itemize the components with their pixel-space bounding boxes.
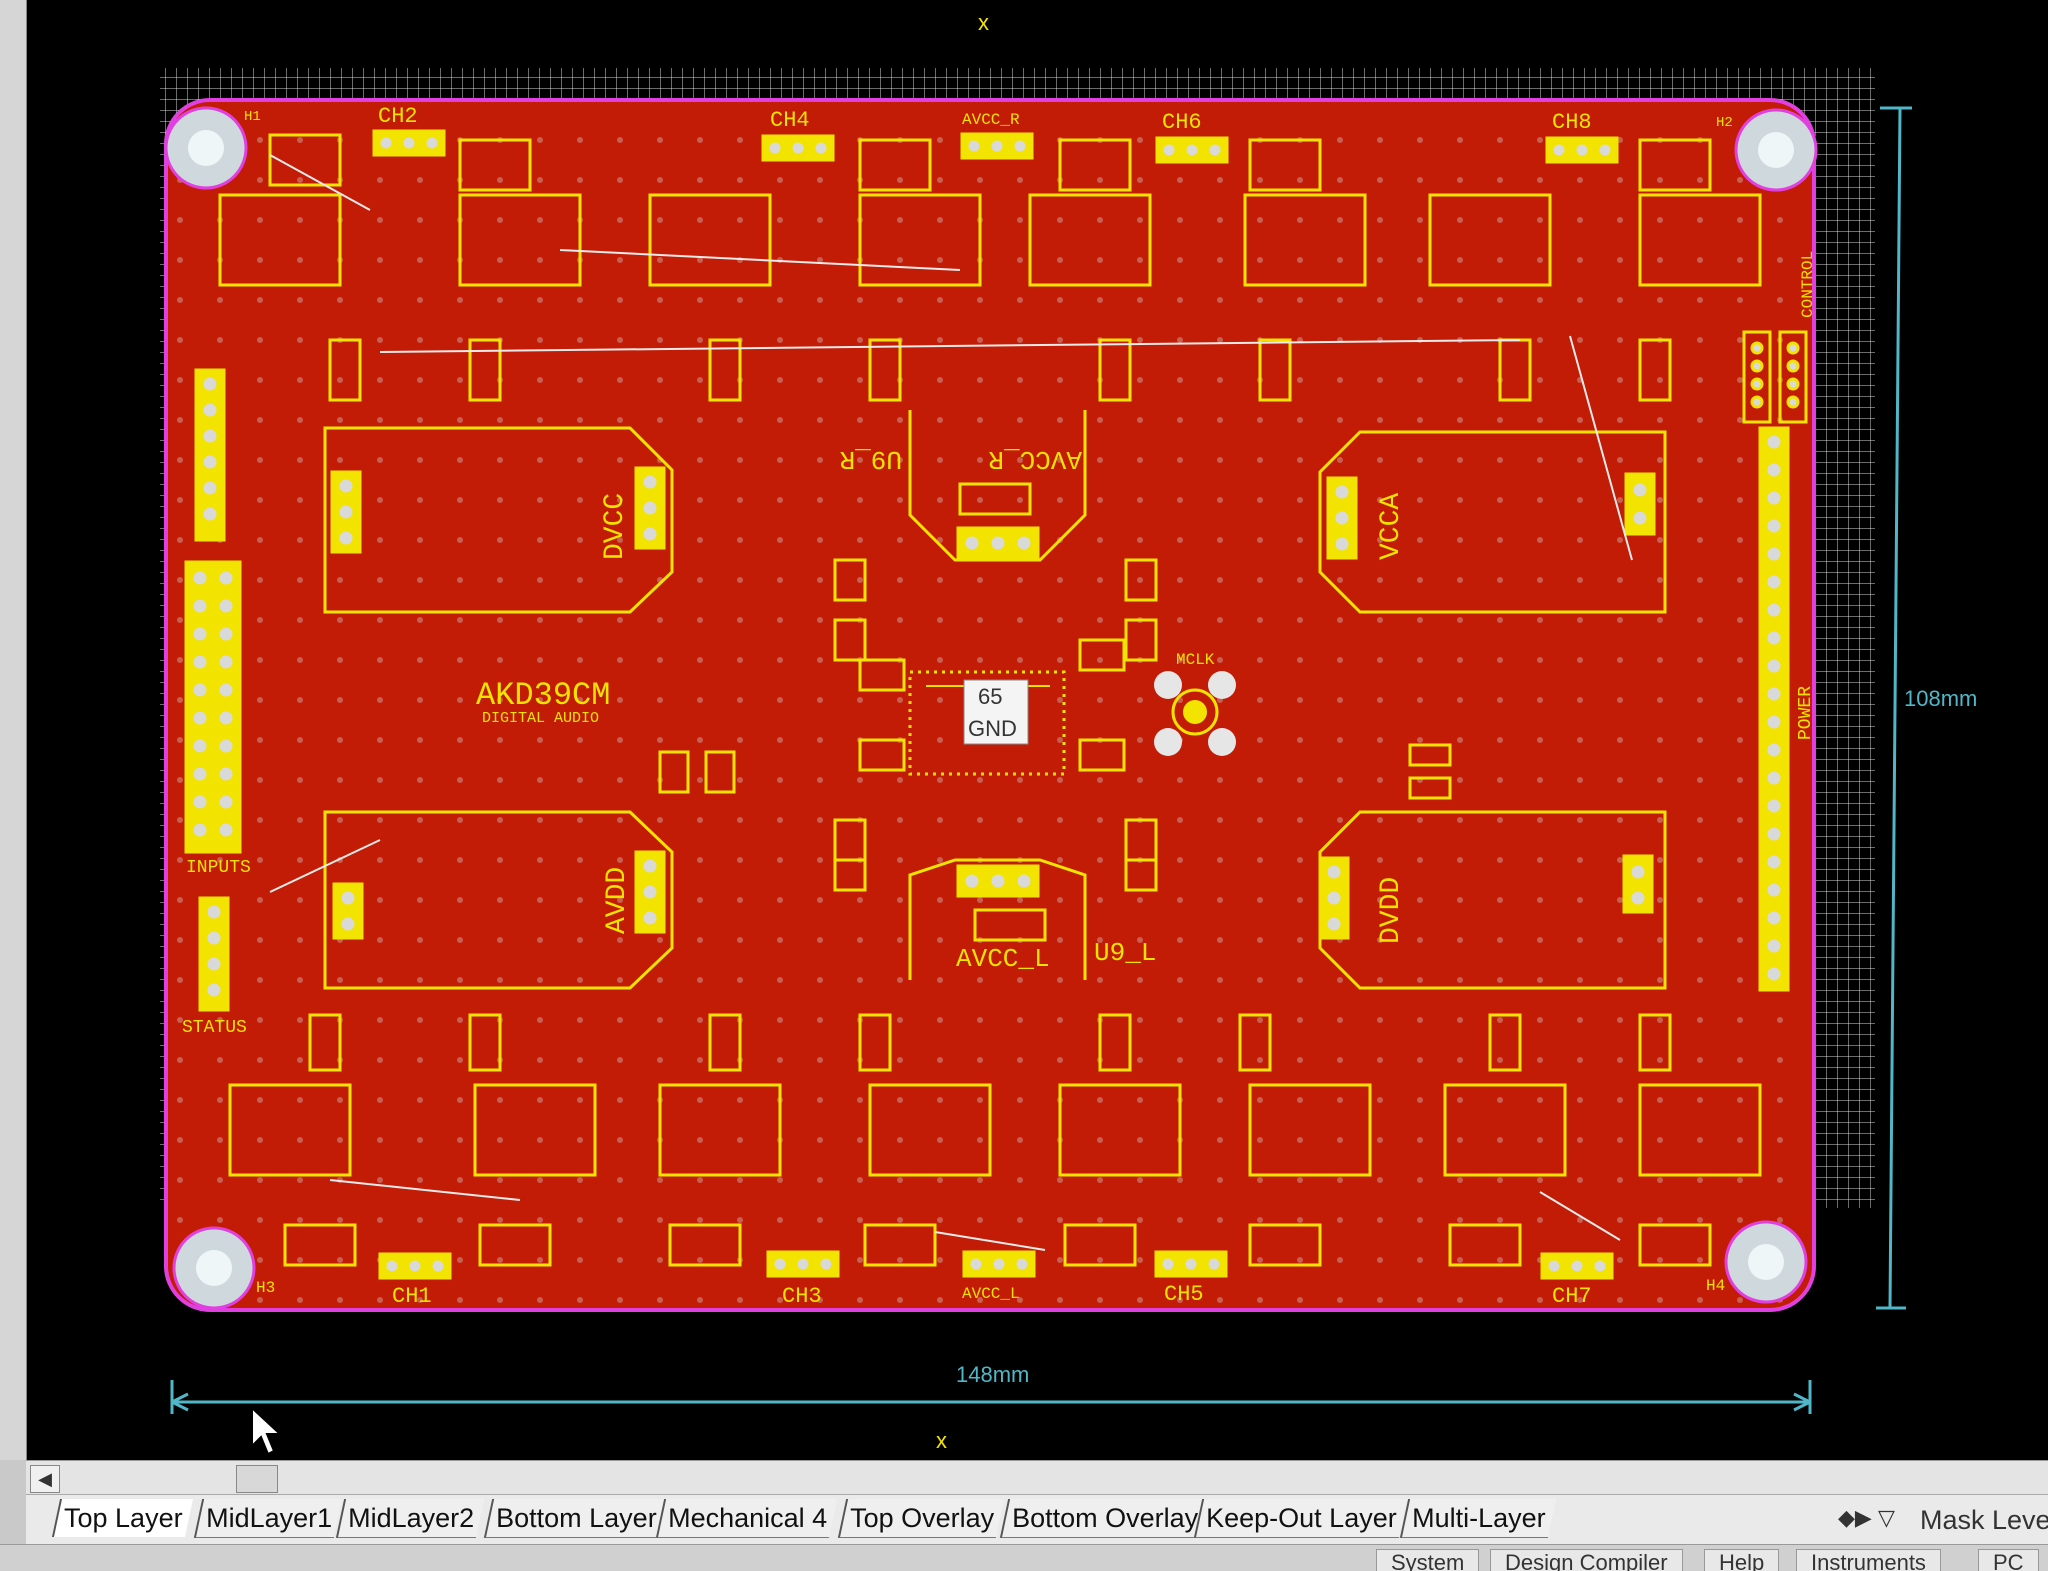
tab-label: MidLayer1 — [206, 1503, 333, 1533]
tab-label: Bottom Overlay — [1012, 1503, 1199, 1533]
hole-label-h2: H2 — [1716, 115, 1733, 131]
channel-label-ch5: CH5 — [1164, 1282, 1204, 1307]
axis-marker-top: x — [978, 10, 989, 35]
tab-bottom-overlay[interactable]: Bottom Overlay — [999, 1499, 1209, 1538]
regulator-label-avcc-l: AVCC_L — [956, 944, 1050, 974]
width-dimension — [170, 1380, 1812, 1414]
scroll-left-button[interactable]: ◀ — [30, 1465, 60, 1493]
hole-label-h1: H1 — [244, 109, 261, 125]
pcb-canvas[interactable]: CH2 CH4 AVCC_R CH6 CH8 CH1 CH3 AVCC_L CH… — [0, 0, 2048, 1460]
regulator-label-u9l: U9_L — [1094, 938, 1156, 968]
header-pads — [330, 129, 1656, 1280]
tab-label: Mechanical 4 — [668, 1503, 828, 1533]
channel-label-avcc-l-bottom: AVCC_L — [962, 1285, 1020, 1303]
regulator-label-u9r: U9_R — [840, 444, 902, 474]
axis-marker-bottom: x — [936, 1428, 947, 1453]
tab-label: Top Overlay — [850, 1503, 995, 1533]
channel-label-ch7: CH7 — [1552, 1284, 1592, 1309]
layer-tab-bar: Top Layer MidLayer1 MidLayer2 Bottom Lay… — [26, 1494, 2048, 1545]
net-name: GND — [968, 716, 1017, 741]
status-bar: System Design Compiler Help Instruments … — [0, 1544, 2048, 1571]
design-compiler-button[interactable]: Design Compiler — [1490, 1549, 1683, 1571]
channel-label-ch8: CH8 — [1552, 110, 1592, 135]
channel-label-ch3: CH3 — [782, 1284, 822, 1309]
regulator-label-dvcc: DVCC — [600, 493, 631, 560]
system-button[interactable]: System — [1376, 1549, 1480, 1571]
hole-label-h3: H3 — [256, 1279, 275, 1297]
horizontal-scrollbar[interactable]: ◀ — [26, 1460, 2048, 1495]
net-number: 65 — [978, 684, 1002, 709]
traces — [269, 154, 1633, 1251]
tab-bottom-layer[interactable]: Bottom Layer — [483, 1499, 667, 1538]
tab-top-overlay[interactable]: Top Overlay — [837, 1499, 1005, 1538]
height-dimension-label: 108mm — [1904, 686, 1977, 711]
net-tooltip: 65 GND — [963, 679, 1029, 745]
channel-label-avcc-r-top: AVCC_R — [962, 111, 1020, 129]
width-dimension-label: 148mm — [956, 1362, 1029, 1387]
mclk-connector — [1154, 671, 1236, 756]
instruments-button[interactable]: Instruments — [1796, 1549, 1941, 1571]
regulator-outlines — [323, 410, 1667, 990]
top-channel-footprints — [218, 133, 1762, 402]
channel-label-ch6: CH6 — [1162, 110, 1202, 135]
scroll-thumb[interactable] — [236, 1465, 278, 1493]
connector-label-mclk: MCLK — [1176, 651, 1215, 669]
tab-mechanical-4[interactable]: Mechanical 4 — [655, 1499, 838, 1538]
regulator-label-dvdd: DVDD — [1376, 877, 1407, 944]
channel-label-ch1: CH1 — [392, 1284, 432, 1309]
mounting-hole-h2[interactable] — [1734, 108, 1818, 192]
connector-label-inputs: INPUTS — [186, 858, 251, 878]
board-subtitle: DIGITAL AUDIO — [482, 710, 599, 727]
board-title: AKD39CM — [476, 677, 610, 714]
help-button[interactable]: Help — [1704, 1549, 1780, 1571]
tab-top-layer[interactable]: Top Layer — [51, 1499, 193, 1537]
connector-label-control: CONTROL — [1799, 251, 1817, 318]
tab-midlayer1[interactable]: MidLayer1 — [193, 1499, 343, 1538]
pc-button[interactable]: PC — [1978, 1549, 2039, 1571]
tab-label: Bottom Layer — [496, 1503, 657, 1533]
left-connectors — [184, 368, 242, 1012]
bottom-channel-footprints — [228, 1013, 1762, 1267]
left-panel-edge — [0, 0, 27, 1460]
tab-midlayer2[interactable]: MidLayer2 — [335, 1499, 485, 1538]
mounting-hole-h3[interactable] — [172, 1226, 256, 1310]
regulator-label-avcc-r: AVCC_R — [988, 444, 1082, 474]
tab-label: Keep-Out Layer — [1206, 1503, 1397, 1533]
right-connectors — [1742, 330, 1808, 992]
center-passives — [658, 482, 1452, 942]
tab-keep-out-layer[interactable]: Keep-Out Layer — [1193, 1499, 1407, 1538]
tab-label: Top Layer — [64, 1503, 183, 1533]
mask-level-label[interactable]: Mask Leve — [1920, 1505, 2048, 1535]
mounting-hole-h4[interactable] — [1724, 1220, 1808, 1304]
tab-label: Multi-Layer — [1412, 1503, 1546, 1533]
height-dimension — [1876, 106, 1912, 1310]
regulator-label-avdd: AVDD — [602, 867, 633, 934]
channel-label-ch4: CH4 — [770, 108, 810, 133]
mouse-cursor-icon — [251, 1405, 283, 1456]
connector-label-status: STATUS — [182, 1018, 247, 1038]
tab-multi-layer[interactable]: Multi-Layer — [1399, 1499, 1556, 1538]
tab-label: MidLayer2 — [348, 1503, 475, 1533]
hole-label-h4: H4 — [1706, 1277, 1725, 1295]
connector-label-power: POWER — [1796, 686, 1816, 740]
layer-scroll-icon[interactable]: ◆▶ ▽ — [1838, 1505, 1895, 1530]
mounting-hole-h1[interactable] — [164, 106, 248, 190]
channel-label-ch2: CH2 — [378, 104, 418, 129]
regulator-label-vcca: VCCA — [1376, 493, 1407, 560]
pcb-workspace[interactable]: CH2 CH4 AVCC_R CH6 CH8 CH1 CH3 AVCC_L CH… — [0, 0, 2048, 1460]
